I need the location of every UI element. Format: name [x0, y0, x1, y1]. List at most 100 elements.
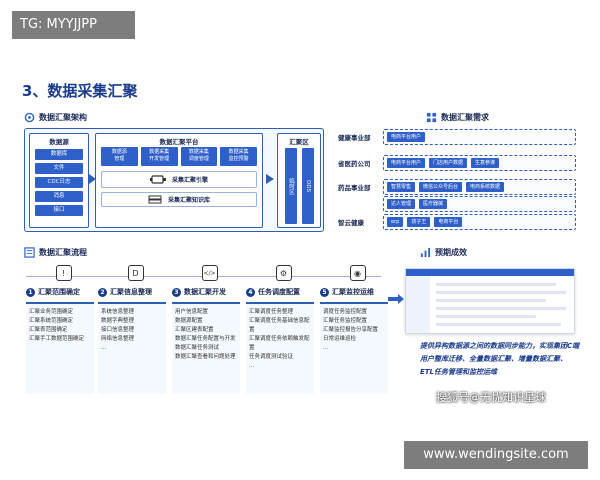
step-item: 汇聚调度任务基础信息配置 — [249, 318, 310, 333]
arrow-right-icon — [89, 174, 96, 184]
knowledge-base-box: 采集汇聚知识库 — [101, 192, 257, 207]
step-item: 数据汇聚任务配置与开发 — [175, 336, 236, 342]
step-item: 数据字典整理 — [101, 318, 135, 324]
tag-top: TG: MYYJJPP — [12, 11, 135, 39]
screenshot-sidebar — [406, 276, 430, 333]
req-section-title: 数据汇聚需求 — [426, 112, 489, 123]
exclamation-icon: ! — [55, 265, 72, 281]
result-title: 预期成效 — [435, 248, 467, 257]
step-item: 数据汇聚任务测试 — [175, 345, 220, 351]
screenshot-line — [436, 299, 546, 302]
step-item: 用户信息配置 — [175, 309, 209, 315]
zone-ods: ODS — [302, 148, 314, 224]
flow-icon — [24, 247, 35, 258]
step-label: 数据汇聚开发 — [184, 288, 226, 296]
step-item: 任务调度测试验证 — [249, 354, 294, 360]
arrow-right-icon — [266, 174, 274, 184]
knowledge-base-label: 采集汇聚知识库 — [167, 197, 210, 204]
datasource-item: 消息 — [35, 191, 83, 202]
engine-label: 采集汇聚引擎 — [171, 177, 208, 184]
tag-bottom: www.wendingsite.com — [404, 441, 588, 469]
step-label: 汇聚监控运维 — [332, 288, 374, 296]
zone-temp: 临时区 — [285, 148, 297, 224]
platform-module: 数据采集 开发管理 — [140, 147, 178, 166]
step-item: 日常运维巡检 — [323, 336, 357, 342]
req-chip: 电商系统数据 — [466, 182, 505, 192]
result-screenshot — [405, 268, 575, 334]
req-chips: 电商平台用户 门店用户数据 生意参谋 — [383, 155, 576, 171]
req-chip: 电商平台用户 — [387, 132, 426, 142]
req-chip: 微信公众号后台 — [419, 182, 463, 192]
req-chip: 孩子王 — [407, 217, 431, 227]
step-number: 3 — [172, 287, 181, 297]
step-label: 任务调度配置 — [258, 288, 300, 296]
screenshot-line — [436, 291, 566, 294]
req-row: 健康事业部 电商平台用户 — [338, 128, 576, 146]
step-item: 汇聚手工数据范围确定 — [29, 336, 85, 342]
document-icon: D — [127, 265, 144, 281]
step-items: 汇聚调度任务整理 汇聚调度任务基础信息配置 汇聚调度任务依赖触发配置 任务调度测… — [246, 302, 314, 394]
arch-title: 数据汇聚架构 — [39, 113, 87, 122]
step-item: 汇聚调度任务依赖触发配置 — [249, 336, 310, 351]
flow-title: 数据汇聚流程 — [39, 248, 87, 257]
main-title: 3、数据采集汇聚 — [22, 82, 138, 100]
step-item: 汇聚区建表配置 — [175, 327, 214, 333]
gear-icon: ⚙ — [275, 265, 292, 281]
datasource-item: 接口 — [35, 205, 83, 216]
req-chip: 门店用户数据 — [429, 158, 468, 168]
step-item: 汇聚任务监控配置 — [323, 318, 368, 324]
platform-box: 数据汇聚平台 数据源 管理 数据采集 开发管理 数据采集 调度管理 数据采集 监… — [95, 133, 263, 228]
req-chip: erp — [387, 217, 404, 227]
step-item: ... — [323, 345, 329, 351]
arch-diagram: 数据源 数据库 文件 CDC日志 消息 接口 数据汇聚平台 数据源 管理 数据采… — [24, 128, 324, 232]
step-head: 5 汇聚监控运维 — [320, 287, 395, 297]
req-chip: 达人管理 — [387, 199, 416, 209]
requirements: 健康事业部 电商平台用户 省医药公司 电商平台用户 门店用户数据 生意参谋 药品… — [338, 128, 576, 231]
platform-module: 数据采集 调度管理 — [180, 147, 218, 166]
req-row: 省医药公司 电商平台用户 门店用户数据 生意参谋 — [338, 154, 576, 172]
step-item: 调度任务监控配置 — [323, 309, 368, 315]
step-number: 5 — [320, 287, 329, 297]
result-text: 提供异构数据源之间的数据同步能力，实现集团C端用户整库迁移、全量数据汇聚、增量数… — [420, 342, 580, 376]
step-items: 调度任务监控配置 汇聚任务监控配置 汇聚监控报告分享配置 日常运维巡检 ... — [320, 302, 388, 394]
step-item: ... — [249, 363, 255, 369]
req-chip: 生意参谋 — [471, 158, 500, 168]
step-items: 汇聚业务范围确定 汇聚系统范围确定 汇聚表范围确定 汇聚手工数据范围确定 — [26, 302, 94, 394]
zone-title: 汇聚区 — [289, 138, 309, 146]
req-chips: 电商平台用户 — [383, 129, 576, 145]
architecture-icon — [24, 112, 35, 123]
req-title: 数据汇聚需求 — [441, 113, 489, 122]
step-item: 网络信息整理 — [101, 336, 135, 342]
step-item: 汇聚监控报告分享配置 — [323, 327, 379, 333]
req-chip: 电商平台 — [434, 217, 463, 227]
req-row: 药品事业部 智慧零售 微信公众号后台 电商系统数据 达人管理 医疗器械 — [338, 178, 576, 212]
step-item: ... — [101, 345, 107, 351]
step-item: 数据汇聚查看和问题处理 — [175, 354, 236, 360]
step-item: 汇聚调度任务整理 — [249, 309, 294, 315]
req-chips: erp 孩子王 电商平台 — [383, 214, 576, 230]
engine-icon — [149, 175, 166, 184]
screenshot-line — [436, 283, 556, 286]
grid-icon — [426, 112, 437, 123]
step-head: 1 汇聚范围确定 — [26, 287, 101, 297]
req-dept: 药品事业部 — [338, 184, 371, 192]
req-chip: 医疗器械 — [419, 199, 448, 209]
step-number: 1 — [26, 287, 35, 297]
screenshot-header — [406, 269, 574, 276]
step-items: 用户信息配置 数据源配置 汇聚区建表配置 数据汇聚任务配置与开发 数据汇聚任务测… — [172, 302, 240, 394]
step-item: 系统信息整理 — [101, 309, 135, 315]
datasource-box: 数据源 数据库 文件 CDC日志 消息 接口 — [29, 133, 89, 228]
flow-step: ⚙ 4 任务调度配置 汇聚调度任务整理 汇聚调度任务基础信息配置 汇聚调度任务依… — [246, 265, 321, 394]
req-dept: 省医药公司 — [338, 160, 371, 168]
step-number: 4 — [246, 287, 255, 297]
watermark: 搜狐号@无忧知识星球 — [436, 391, 546, 404]
datasource-item: CDC日志 — [35, 177, 83, 188]
code-icon: </> — [201, 265, 218, 281]
flow-step: </> 3 数据汇聚开发 用户信息配置 数据源配置 汇聚区建表配置 数据汇聚任务… — [172, 265, 247, 394]
req-dept: 智云健康 — [338, 219, 364, 227]
screenshot-line — [436, 323, 561, 326]
zone-box: 汇聚区 临时区 ODS — [277, 133, 321, 228]
platform-title: 数据汇聚平台 — [159, 138, 199, 146]
datasource-item: 文件 — [35, 163, 83, 174]
